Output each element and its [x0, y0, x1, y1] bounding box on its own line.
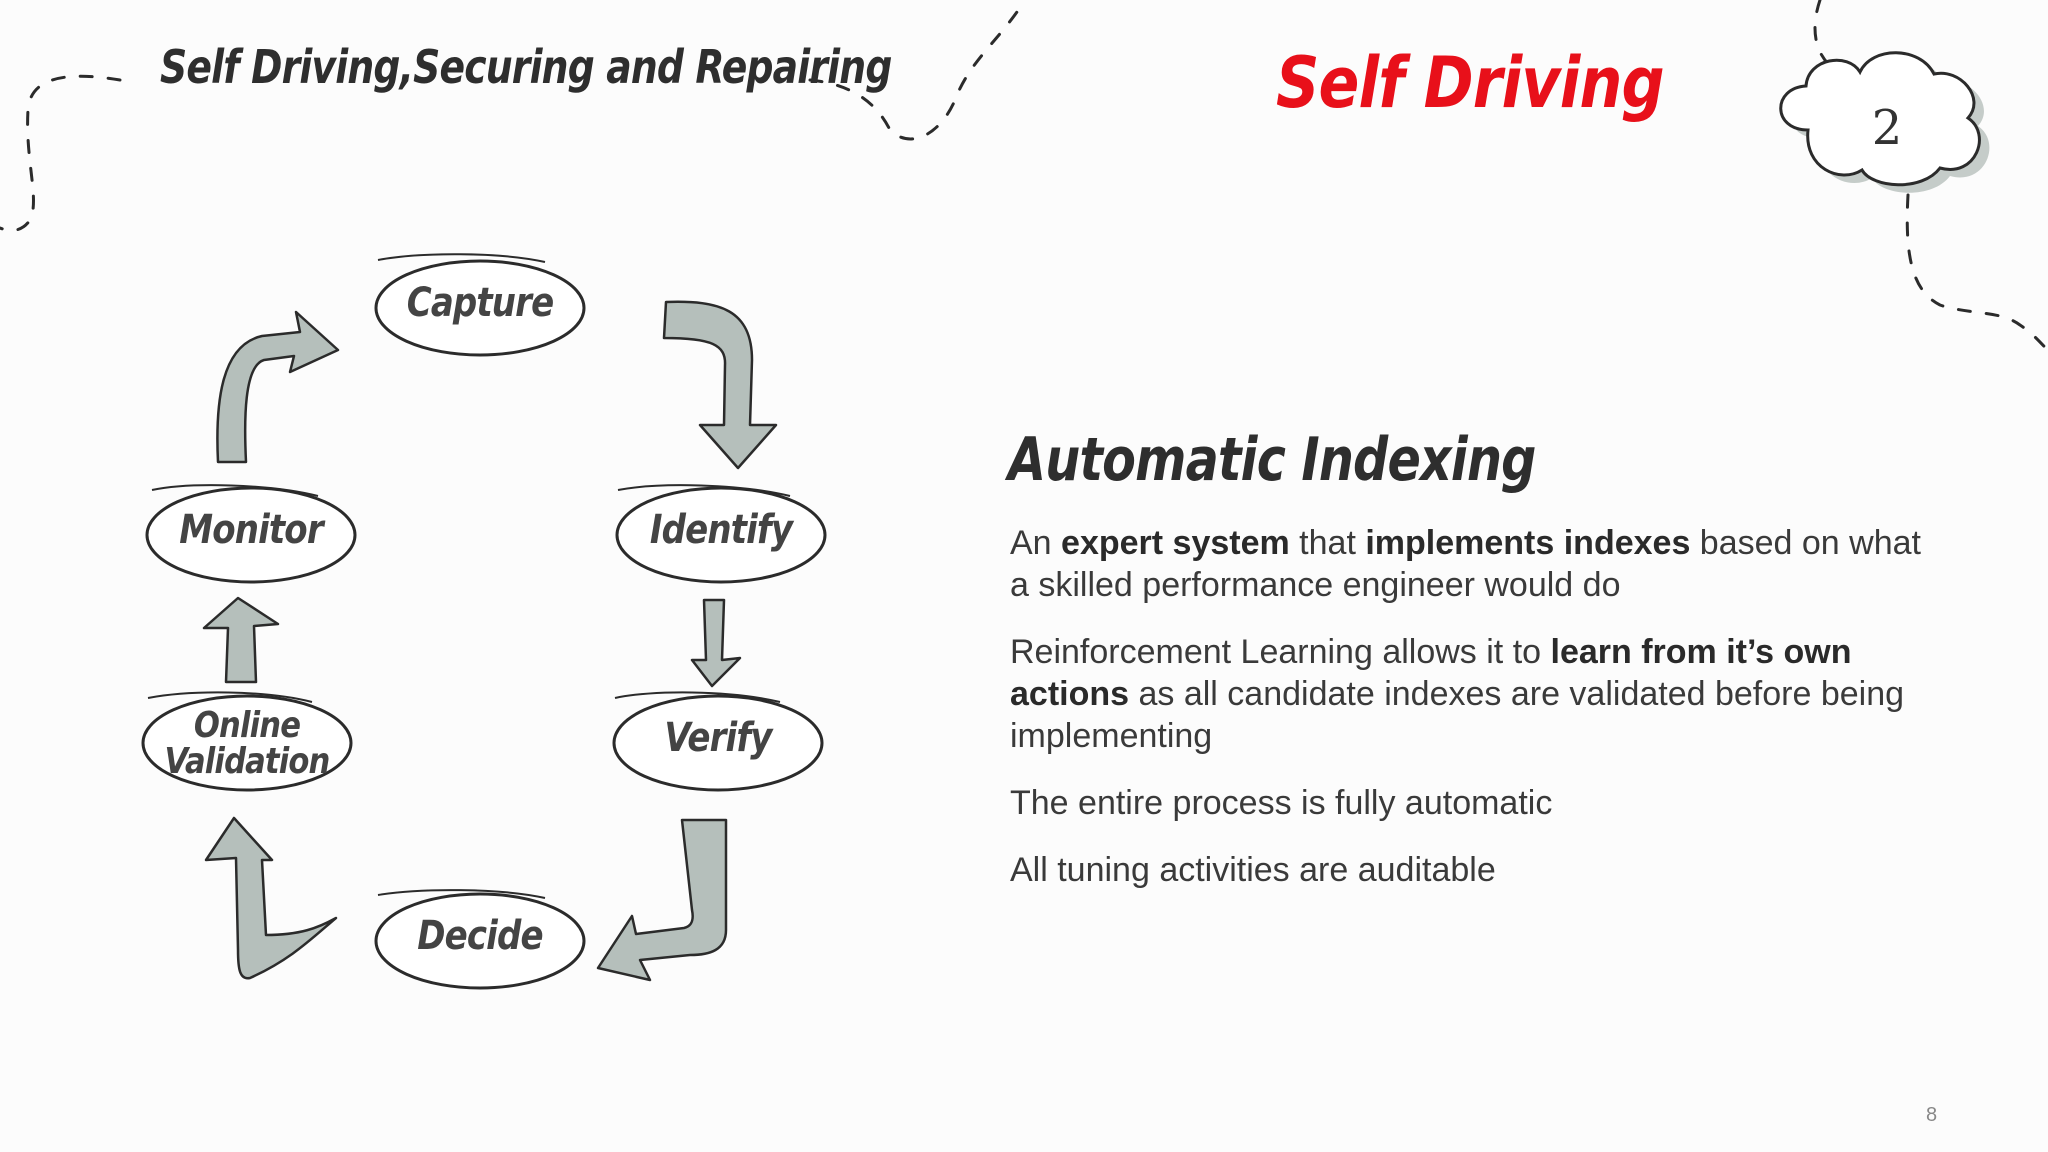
- text-run: Reinforcement Learning allows it to: [1010, 633, 1551, 671]
- arrow-verify-to-decide: [596, 818, 728, 982]
- cloud-number: 2: [1871, 100, 1903, 156]
- node-online-validation-line2: Validation: [164, 741, 331, 782]
- node-capture: Capture: [406, 280, 554, 326]
- dashed-path-left: [0, 74, 122, 232]
- paragraph-reinforcement: Reinforcement Learning allows it to lear…: [1010, 631, 1940, 757]
- content-body: An expert system that implements indexes…: [1010, 522, 1940, 916]
- node-verify-shape: [612, 694, 824, 792]
- node-monitor-shape: [145, 486, 357, 584]
- bold-run: implements indexes: [1365, 524, 1691, 562]
- paragraph-expert-system: An expert system that implements indexes…: [1010, 522, 1940, 606]
- dashed-path-right-lower: [1905, 193, 2048, 352]
- arrow-monitor-to-capture: [216, 310, 340, 464]
- node-online-validation: Online Validation: [162, 708, 332, 780]
- node-online-validation-shape: [141, 694, 353, 792]
- arrow-identify-to-verify: [690, 598, 742, 688]
- node-identify: Identify: [649, 507, 793, 553]
- text-run: as all candidate indexes are validated b…: [1010, 675, 1905, 755]
- arrow-capture-to-identify: [662, 300, 778, 470]
- dashed-path-right: [1813, 0, 1837, 72]
- cloud-icon: [1779, 51, 1990, 193]
- node-monitor: Monitor: [179, 507, 323, 553]
- content-heading: Automatic Indexing: [1008, 425, 1536, 495]
- page-number: 8: [1926, 1104, 1938, 1126]
- text-run: An: [1010, 524, 1062, 562]
- arrow-validation-to-monitor: [202, 596, 280, 684]
- node-identify-shape: [615, 486, 827, 584]
- paragraph-auditable: All tuning activities are auditable: [1010, 851, 1496, 889]
- text-run: that: [1289, 524, 1366, 562]
- node-decide-shape: [374, 892, 586, 990]
- arrow-decide-to-validation: [204, 816, 338, 980]
- dashed-path-top: [808, 0, 1027, 141]
- node-capture-shape: [374, 259, 586, 357]
- node-decide: Decide: [417, 913, 543, 959]
- text-run: based on what a skilled performance engi…: [1010, 524, 1921, 604]
- node-verify: Verify: [664, 715, 772, 761]
- bold-run: learn from it’s own actions: [1010, 633, 1852, 713]
- top-title: Self Driving,Securing and Repairing: [160, 40, 892, 94]
- bold-run: expert system: [1061, 524, 1290, 562]
- paragraph-automatic: The entire process is fully automatic: [1010, 784, 1553, 822]
- section-title: Self Driving: [1276, 42, 1665, 124]
- node-online-validation-line1: Online: [193, 705, 301, 746]
